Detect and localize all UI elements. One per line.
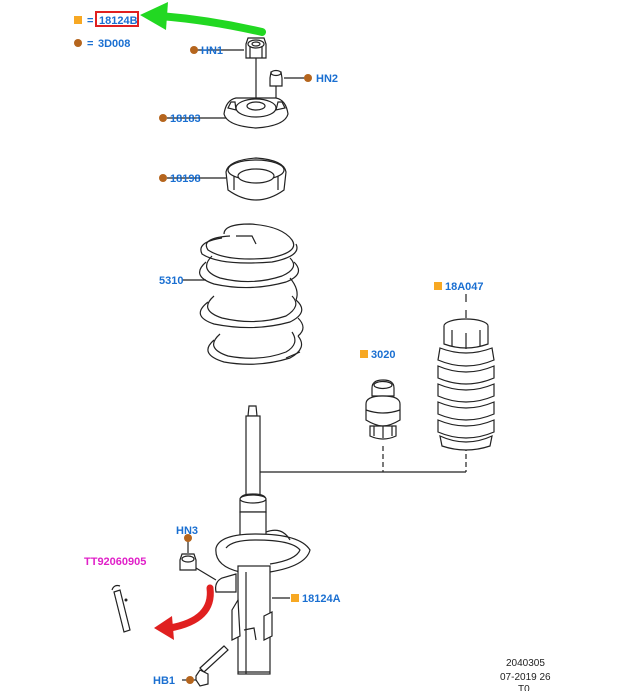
legend-square-code[interactable]: 18124B xyxy=(99,15,138,27)
brown-dot-icon xyxy=(159,174,167,182)
brown-dot-icon xyxy=(159,114,167,122)
bump-stop-drawing xyxy=(365,379,401,440)
orange-square-icon xyxy=(434,282,442,290)
legend-equals-2: = xyxy=(87,38,93,50)
top-mount-drawing xyxy=(223,58,289,129)
brown-dot-icon xyxy=(186,676,194,684)
footer-revision: T0 xyxy=(518,684,530,691)
orange-square-icon xyxy=(360,350,368,358)
label-18124a[interactable]: 18124A xyxy=(302,593,341,605)
green-arrow-icon xyxy=(140,2,266,36)
label-hn3[interactable]: HN3 xyxy=(176,525,198,537)
boot-drawing xyxy=(437,294,495,451)
hn3-nut-drawing xyxy=(179,553,197,571)
hb1-bolt-drawing xyxy=(195,645,229,687)
label-5310[interactable]: 5310 xyxy=(159,275,183,287)
coil-spring-drawing xyxy=(199,223,304,365)
hn1-nut-drawing xyxy=(245,37,267,59)
footer-date: 07-2019 26 xyxy=(500,672,551,683)
brown-dot-icon xyxy=(184,534,192,542)
label-tool[interactable]: TT92060905 xyxy=(84,556,146,568)
label-hb1[interactable]: HB1 xyxy=(153,675,175,687)
highlight-box xyxy=(95,11,139,27)
strut-drawing xyxy=(215,405,311,675)
orange-square-icon xyxy=(291,594,299,602)
orange-square-icon xyxy=(74,16,82,24)
label-hn2[interactable]: HN2 xyxy=(316,73,338,85)
red-arrow-icon xyxy=(154,584,214,640)
brown-dot-icon xyxy=(74,39,82,47)
hn2-nut-drawing xyxy=(269,69,283,87)
label-18a047[interactable]: 18A047 xyxy=(445,281,484,293)
label-18198[interactable]: 18198 xyxy=(170,173,201,185)
brown-dot-icon xyxy=(190,46,198,54)
label-3020[interactable]: 3020 xyxy=(371,349,395,361)
spring-seat-drawing xyxy=(225,157,287,201)
brown-dot-icon xyxy=(304,74,312,82)
legend-dot-code[interactable]: 3D008 xyxy=(98,38,130,50)
footer-code: 2040305 xyxy=(506,658,545,669)
label-hn1[interactable]: HN1 xyxy=(201,45,223,57)
legend-equals-1: = xyxy=(87,15,93,27)
special-tool-drawing xyxy=(111,584,131,633)
label-18183[interactable]: 18183 xyxy=(170,113,201,125)
